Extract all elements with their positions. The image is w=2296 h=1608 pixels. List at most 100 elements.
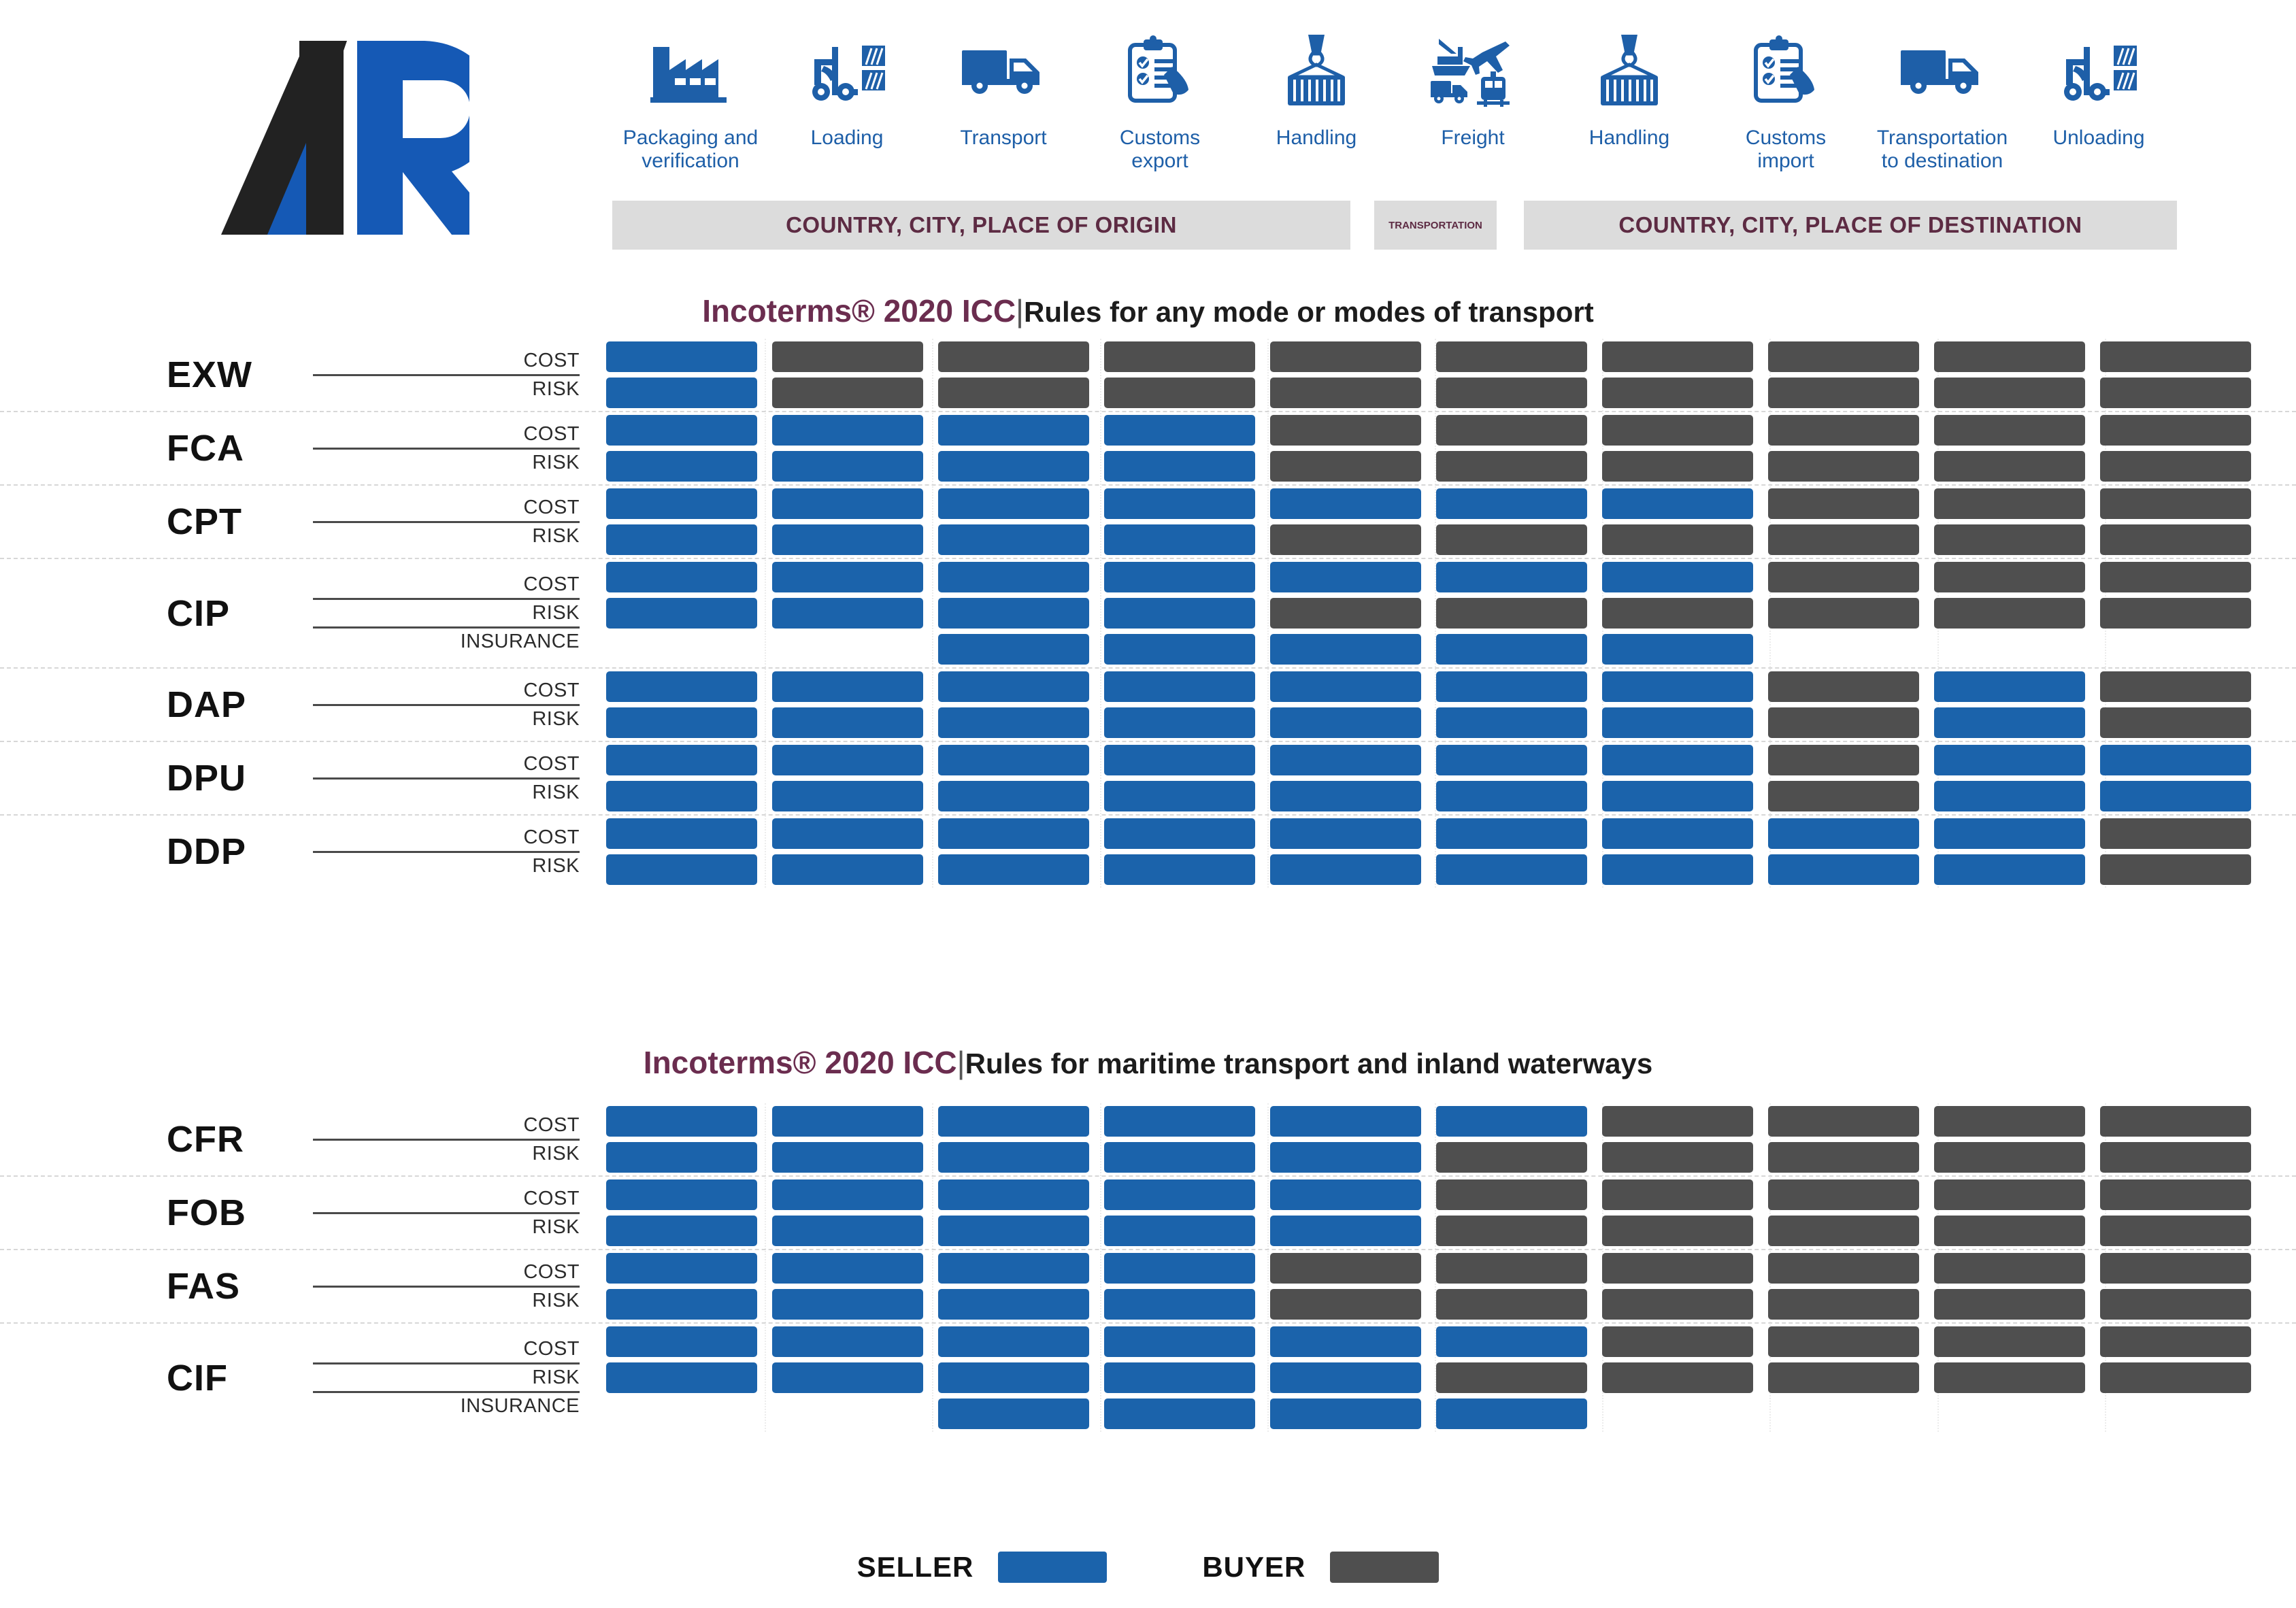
seller-cell[interactable] bbox=[606, 854, 757, 885]
seller-cell[interactable] bbox=[1104, 1179, 1255, 1210]
seller-cell[interactable] bbox=[1934, 781, 2085, 811]
buyer-cell[interactable] bbox=[2100, 415, 2251, 446]
seller-cell[interactable] bbox=[938, 781, 1089, 811]
seller-cell[interactable] bbox=[1934, 671, 2085, 702]
seller-cell[interactable] bbox=[938, 524, 1089, 555]
seller-cell[interactable] bbox=[1104, 1289, 1255, 1320]
buyer-cell[interactable] bbox=[2100, 1106, 2251, 1137]
seller-cell[interactable] bbox=[1104, 634, 1255, 665]
seller-cell[interactable] bbox=[1768, 818, 1919, 849]
empty-cell[interactable] bbox=[1934, 634, 2085, 665]
seller-cell[interactable] bbox=[1104, 1106, 1255, 1137]
empty-cell[interactable] bbox=[1768, 634, 1919, 665]
buyer-cell[interactable] bbox=[1768, 1326, 1919, 1357]
stage-freight[interactable]: Freight bbox=[1395, 20, 1551, 150]
buyer-cell[interactable] bbox=[1436, 1253, 1587, 1284]
empty-cell[interactable] bbox=[772, 1398, 923, 1429]
seller-cell[interactable] bbox=[938, 1216, 1089, 1246]
buyer-cell[interactable] bbox=[1602, 341, 1753, 372]
seller-cell[interactable] bbox=[606, 1106, 757, 1137]
seller-cell[interactable] bbox=[1602, 707, 1753, 738]
buyer-cell[interactable] bbox=[2100, 488, 2251, 519]
seller-cell[interactable] bbox=[1270, 745, 1421, 775]
buyer-cell[interactable] bbox=[1602, 1142, 1753, 1173]
seller-cell[interactable] bbox=[938, 451, 1089, 482]
buyer-cell[interactable] bbox=[1602, 1216, 1753, 1246]
seller-cell[interactable] bbox=[938, 598, 1089, 629]
seller-cell[interactable] bbox=[938, 854, 1089, 885]
buyer-cell[interactable] bbox=[1436, 598, 1587, 629]
buyer-cell[interactable] bbox=[1934, 1326, 2085, 1357]
seller-cell[interactable] bbox=[1436, 488, 1587, 519]
seller-cell[interactable] bbox=[1768, 854, 1919, 885]
seller-cell[interactable] bbox=[1270, 1398, 1421, 1429]
seller-cell[interactable] bbox=[938, 1106, 1089, 1137]
seller-cell[interactable] bbox=[1602, 854, 1753, 885]
seller-cell[interactable] bbox=[606, 671, 757, 702]
seller-cell[interactable] bbox=[606, 1179, 757, 1210]
seller-cell[interactable] bbox=[1602, 671, 1753, 702]
buyer-cell[interactable] bbox=[1104, 378, 1255, 408]
seller-cell[interactable] bbox=[1934, 707, 2085, 738]
seller-cell[interactable] bbox=[606, 524, 757, 555]
buyer-cell[interactable] bbox=[1768, 1106, 1919, 1137]
seller-cell[interactable] bbox=[606, 1253, 757, 1284]
seller-cell[interactable] bbox=[1104, 598, 1255, 629]
seller-cell[interactable] bbox=[772, 598, 923, 629]
seller-cell[interactable] bbox=[772, 524, 923, 555]
buyer-cell[interactable] bbox=[1602, 1253, 1753, 1284]
seller-cell[interactable] bbox=[772, 415, 923, 446]
seller-cell[interactable] bbox=[1270, 781, 1421, 811]
seller-cell[interactable] bbox=[938, 1326, 1089, 1357]
buyer-cell[interactable] bbox=[2100, 451, 2251, 482]
seller-cell[interactable] bbox=[1436, 1398, 1587, 1429]
buyer-cell[interactable] bbox=[1436, 1179, 1587, 1210]
seller-cell[interactable] bbox=[938, 634, 1089, 665]
seller-cell[interactable] bbox=[1270, 1362, 1421, 1393]
buyer-cell[interactable] bbox=[1934, 451, 2085, 482]
seller-cell[interactable] bbox=[1270, 818, 1421, 849]
seller-cell[interactable] bbox=[938, 671, 1089, 702]
seller-cell[interactable] bbox=[772, 451, 923, 482]
buyer-cell[interactable] bbox=[1270, 1253, 1421, 1284]
buyer-cell[interactable] bbox=[1768, 745, 1919, 775]
seller-cell[interactable] bbox=[772, 1179, 923, 1210]
seller-cell[interactable] bbox=[938, 415, 1089, 446]
seller-cell[interactable] bbox=[772, 562, 923, 592]
buyer-cell[interactable] bbox=[1270, 415, 1421, 446]
buyer-cell[interactable] bbox=[1934, 488, 2085, 519]
buyer-cell[interactable] bbox=[2100, 562, 2251, 592]
buyer-cell[interactable] bbox=[1768, 707, 1919, 738]
empty-cell[interactable] bbox=[2100, 1398, 2251, 1429]
seller-cell[interactable] bbox=[1270, 1326, 1421, 1357]
buyer-cell[interactable] bbox=[1934, 1106, 2085, 1137]
buyer-cell[interactable] bbox=[1768, 1179, 1919, 1210]
buyer-cell[interactable] bbox=[2100, 1362, 2251, 1393]
buyer-cell[interactable] bbox=[1768, 562, 1919, 592]
buyer-cell[interactable] bbox=[1602, 415, 1753, 446]
buyer-cell[interactable] bbox=[1934, 1362, 2085, 1393]
seller-cell[interactable] bbox=[1104, 451, 1255, 482]
seller-cell[interactable] bbox=[1270, 562, 1421, 592]
buyer-cell[interactable] bbox=[1934, 1289, 2085, 1320]
seller-cell[interactable] bbox=[772, 818, 923, 849]
seller-cell[interactable] bbox=[2100, 745, 2251, 775]
seller-cell[interactable] bbox=[1270, 488, 1421, 519]
buyer-cell[interactable] bbox=[1602, 1289, 1753, 1320]
seller-cell[interactable] bbox=[938, 707, 1089, 738]
buyer-cell[interactable] bbox=[1270, 341, 1421, 372]
seller-cell[interactable] bbox=[1270, 1106, 1421, 1137]
seller-cell[interactable] bbox=[1270, 634, 1421, 665]
seller-cell[interactable] bbox=[606, 1216, 757, 1246]
buyer-cell[interactable] bbox=[1934, 598, 2085, 629]
seller-cell[interactable] bbox=[938, 562, 1089, 592]
empty-cell[interactable] bbox=[2100, 634, 2251, 665]
seller-cell[interactable] bbox=[938, 818, 1089, 849]
seller-cell[interactable] bbox=[606, 378, 757, 408]
seller-cell[interactable] bbox=[1104, 707, 1255, 738]
buyer-cell[interactable] bbox=[1934, 378, 2085, 408]
